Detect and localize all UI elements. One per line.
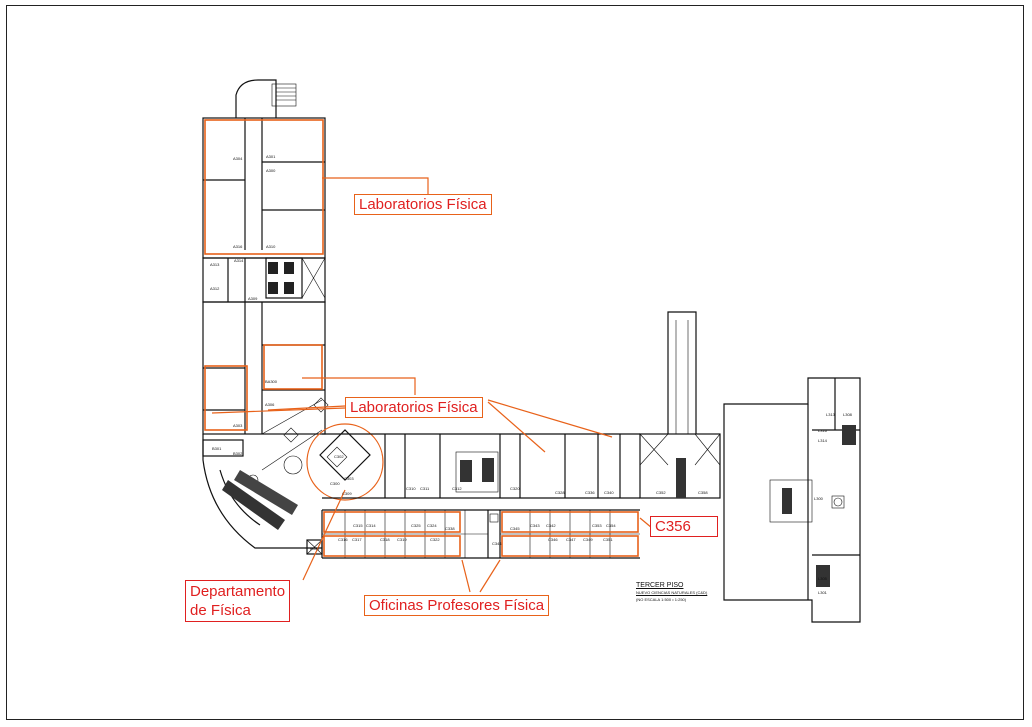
room-c353: C353 bbox=[592, 523, 602, 528]
room-labels: A304 A301 A300 A316 A310 A313 A312 A314 … bbox=[210, 154, 853, 595]
room-c336: C336 bbox=[585, 490, 595, 495]
room-c309: C309 bbox=[342, 491, 352, 496]
plan-title-sub: NUEVO CIENCIAS NATURALES (C&D) bbox=[636, 590, 708, 595]
leader-lines bbox=[211, 177, 653, 593]
room-c352: C352 bbox=[656, 490, 666, 495]
label-departamento-line1: Departamento bbox=[190, 583, 286, 600]
room-c300: C300 bbox=[330, 481, 340, 486]
room-c328: C328 bbox=[555, 490, 565, 495]
room-c320: C320 bbox=[510, 486, 520, 491]
departamento-circle bbox=[306, 423, 384, 501]
oficinas-highlight-b bbox=[323, 535, 461, 557]
room-c310: C310 bbox=[406, 486, 416, 491]
room-a312: A312 bbox=[210, 286, 220, 291]
room-c349: C349 bbox=[583, 537, 593, 542]
room-a306: A306 bbox=[265, 402, 275, 407]
oficinas-highlight-a bbox=[323, 511, 461, 533]
label-departamento-line2: de Física bbox=[190, 602, 251, 619]
room-c354: C354 bbox=[606, 523, 616, 528]
label-oficinas-profesores-fisica: Oficinas Profesores Física bbox=[364, 595, 550, 616]
room-c346: C346 bbox=[548, 537, 558, 542]
lab-mid-highlight-b bbox=[263, 344, 323, 390]
room-c338: C338 bbox=[445, 526, 455, 531]
room-c317: C317 bbox=[352, 537, 362, 542]
room-c340: C340 bbox=[604, 490, 614, 495]
room-c347: C347 bbox=[566, 537, 576, 542]
room-c303: C303 bbox=[344, 476, 354, 481]
room-c319: C319 bbox=[397, 537, 407, 542]
oficinas-highlight-d bbox=[501, 535, 639, 557]
label-laboratorios-fisica-top: Laboratorios Física bbox=[354, 194, 492, 215]
room-c322: C322 bbox=[430, 537, 440, 542]
room-c316: C316 bbox=[338, 537, 348, 542]
room-a303: A303 bbox=[233, 423, 243, 428]
east-west-wing bbox=[321, 311, 721, 559]
room-ba300: BA300 bbox=[265, 379, 278, 384]
room-c351: C351 bbox=[603, 537, 613, 542]
room-a309: A309 bbox=[248, 296, 258, 301]
label-laboratorios-fisica-mid: Laboratorios Física bbox=[345, 397, 483, 418]
room-a301: A301 bbox=[266, 154, 276, 159]
lab-top-highlight bbox=[204, 119, 324, 255]
plan-title-scale: (NO ESCALA 1:500 • 1:250) bbox=[636, 597, 687, 602]
room-c312: C312 bbox=[452, 486, 462, 491]
label-c356: C356 bbox=[650, 516, 718, 537]
room-a300: A300 bbox=[266, 168, 276, 173]
room-b302: B302 bbox=[233, 451, 243, 456]
room-l316: L316 bbox=[818, 428, 828, 433]
page-frame bbox=[6, 5, 1024, 720]
room-c318: C318 bbox=[380, 537, 390, 542]
room-l314: L314 bbox=[818, 438, 828, 443]
room-c315: C315 bbox=[353, 523, 363, 528]
room-c302: C302 bbox=[334, 454, 344, 459]
room-b301: B301 bbox=[212, 446, 222, 451]
room-c314: C314 bbox=[366, 523, 376, 528]
room-a304: A304 bbox=[233, 156, 243, 161]
room-l300: L300 bbox=[814, 496, 824, 501]
room-c343: C343 bbox=[530, 523, 540, 528]
room-c325: C325 bbox=[411, 523, 421, 528]
room-a313: A313 bbox=[210, 262, 220, 267]
room-l313: L313 bbox=[826, 412, 836, 417]
room-c324: C324 bbox=[427, 523, 437, 528]
room-c345: C345 bbox=[510, 526, 520, 531]
east-block bbox=[723, 377, 861, 623]
north-wing bbox=[202, 79, 326, 435]
oficinas-highlight-c bbox=[501, 511, 639, 533]
room-l301: L301 bbox=[818, 590, 828, 595]
room-c358: C358 bbox=[698, 490, 708, 495]
room-c311: C311 bbox=[420, 486, 430, 491]
room-c344: C344 bbox=[492, 541, 502, 546]
room-a316: A316 bbox=[233, 244, 243, 249]
room-a310: A310 bbox=[266, 244, 276, 249]
room-l308: L308 bbox=[843, 412, 853, 417]
room-c342: C342 bbox=[546, 523, 556, 528]
lab-mid-highlight-a bbox=[204, 365, 248, 431]
curved-junction bbox=[202, 397, 371, 555]
label-departamento-fisica: Departamento de Física bbox=[185, 580, 291, 622]
plan-title-block: TERCER PISO NUEVO CIENCIAS NATURALES (C&… bbox=[636, 582, 707, 603]
room-a314: A314 bbox=[234, 258, 244, 263]
room-l305: L305 bbox=[818, 576, 828, 581]
plan-title-main: TERCER PISO bbox=[636, 582, 684, 589]
room-b304: B304 bbox=[310, 546, 320, 551]
